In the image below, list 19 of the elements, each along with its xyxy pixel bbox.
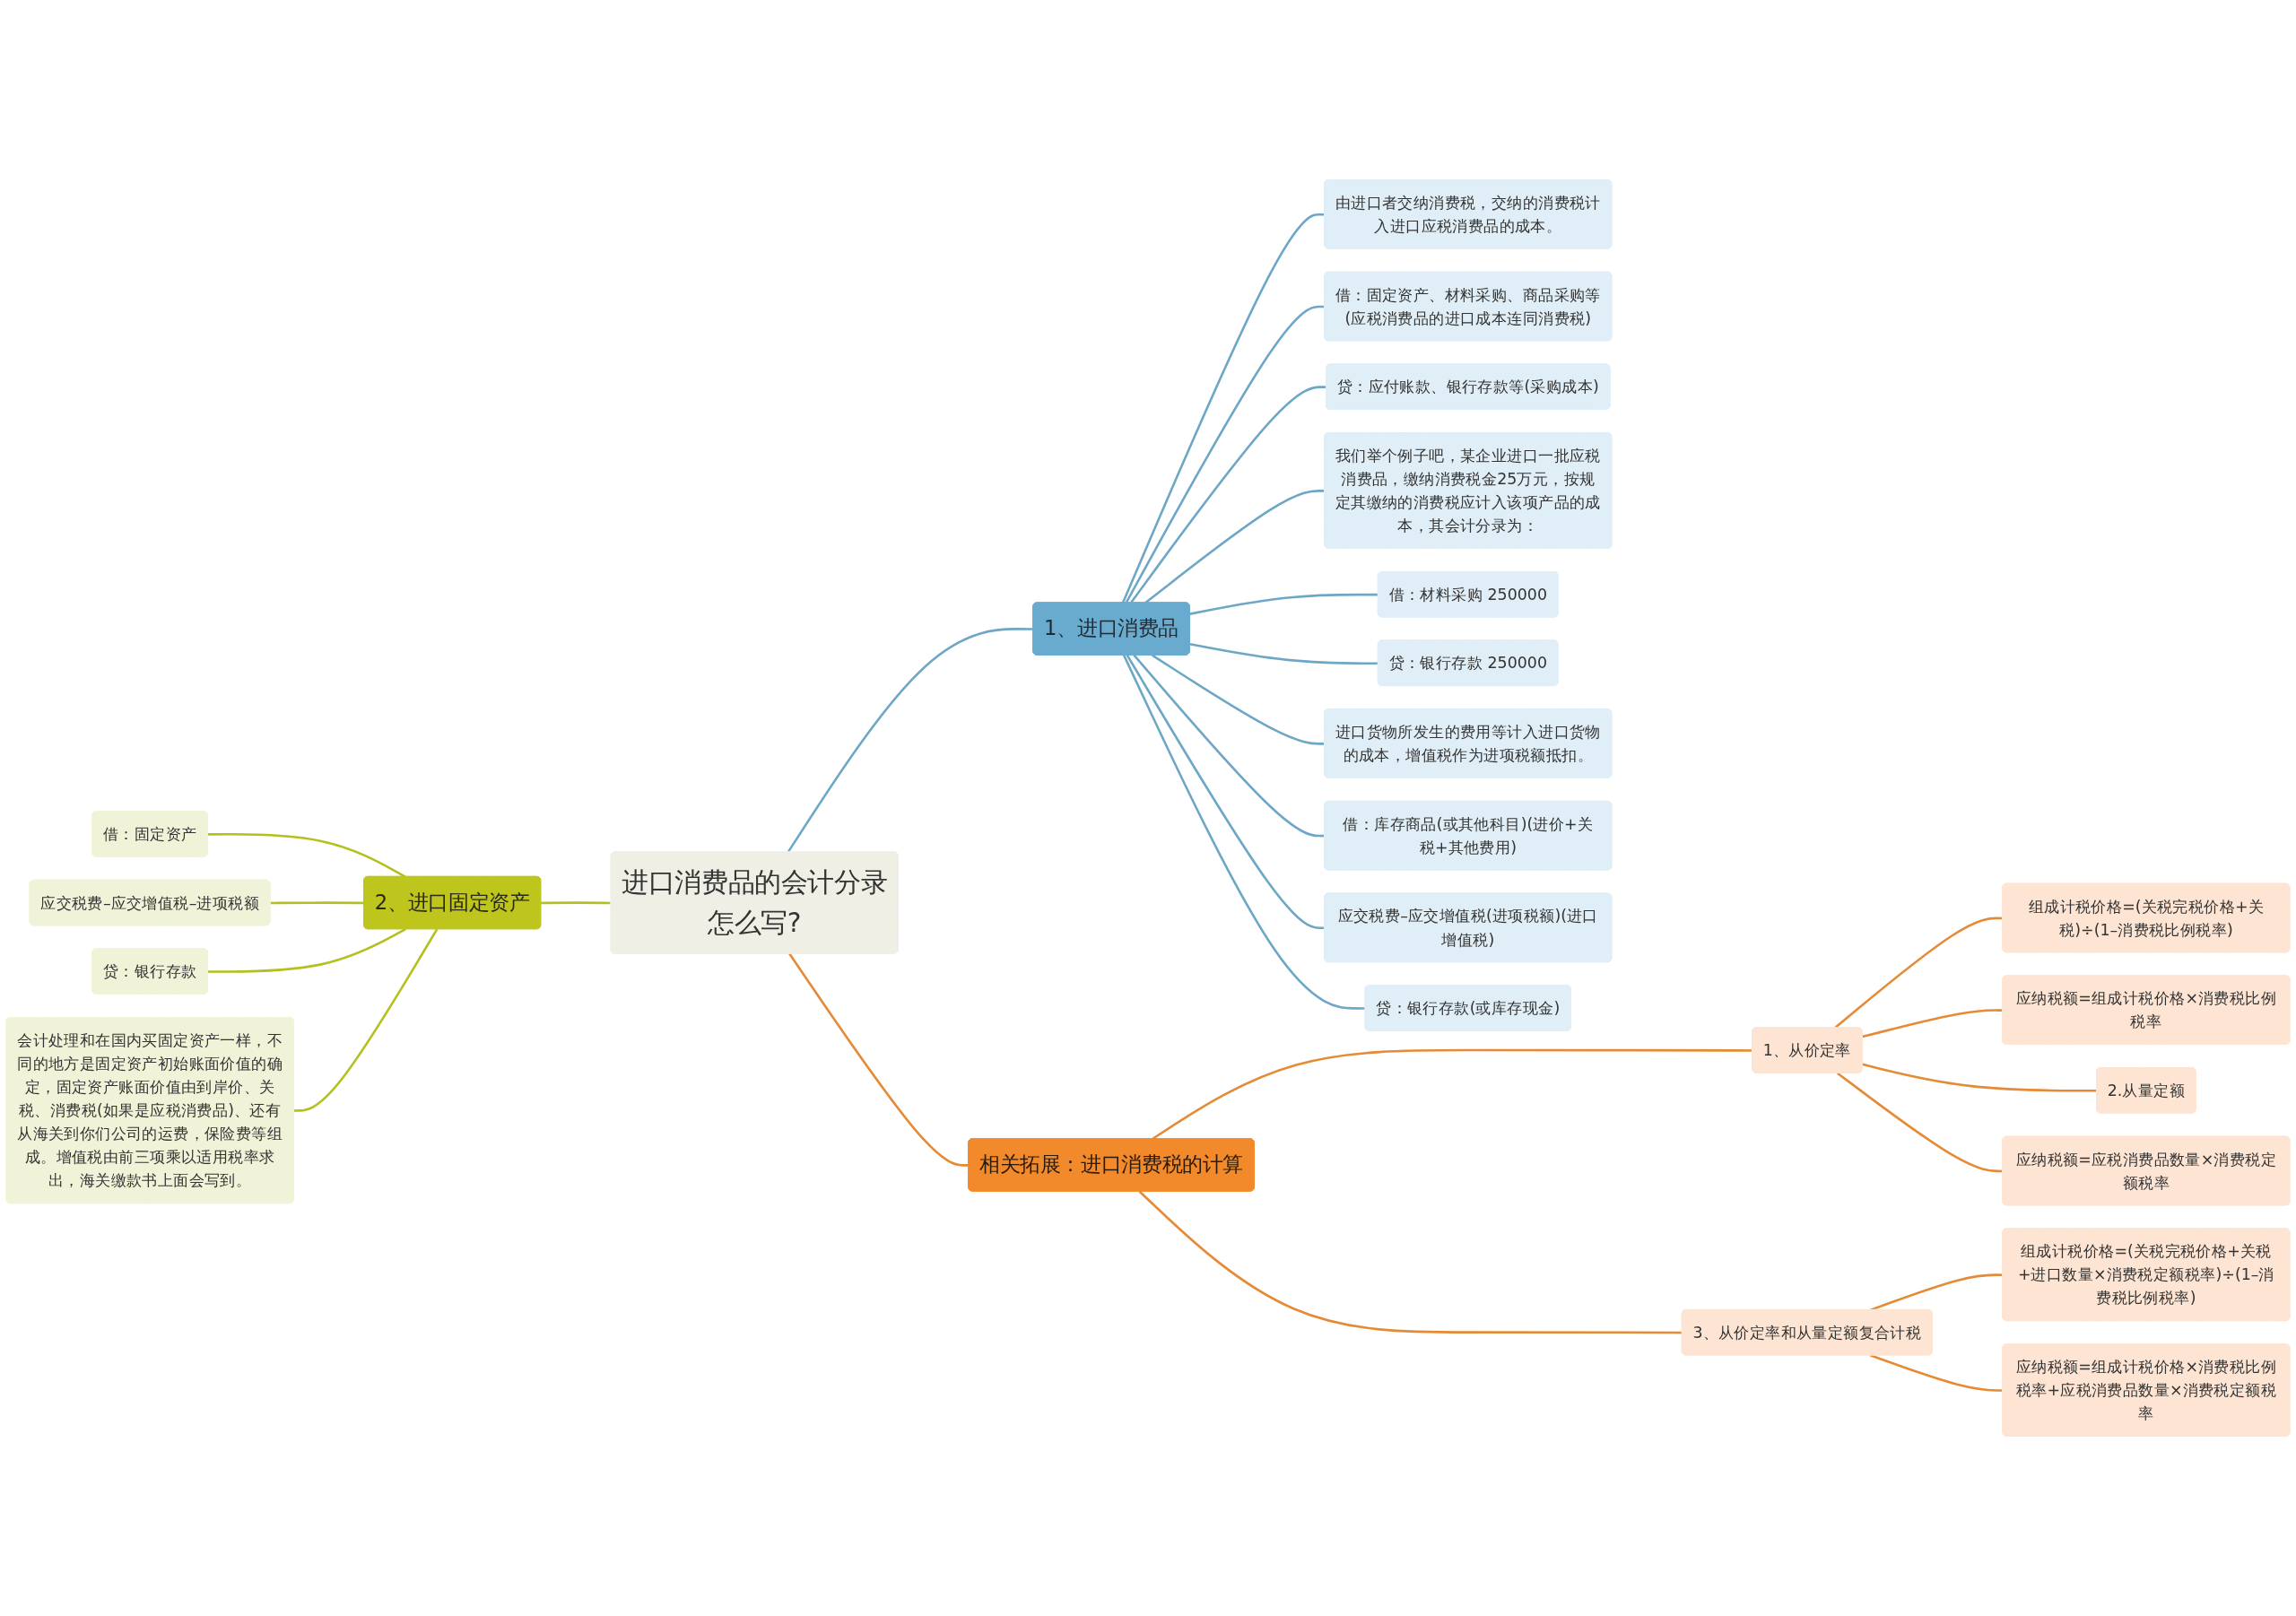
connector: [1125, 305, 1326, 604]
connector: [541, 901, 612, 905]
connector: [1138, 1190, 1683, 1334]
connector: [270, 901, 365, 905]
connector: [1122, 655, 1366, 1010]
connector: [207, 927, 406, 973]
connector: [1121, 213, 1326, 604]
connector: [1189, 643, 1378, 665]
connector: [1189, 593, 1378, 615]
connector: [293, 928, 439, 1112]
connector: [1133, 654, 1326, 838]
connector: [1869, 1354, 2004, 1392]
connector: [1151, 654, 1326, 745]
connector: [1862, 1063, 2097, 1092]
connector: [1837, 1072, 2004, 1173]
connector: [1862, 1009, 2004, 1038]
connector: [207, 833, 406, 878]
connector: [788, 952, 970, 1167]
connector: [1126, 654, 1326, 930]
